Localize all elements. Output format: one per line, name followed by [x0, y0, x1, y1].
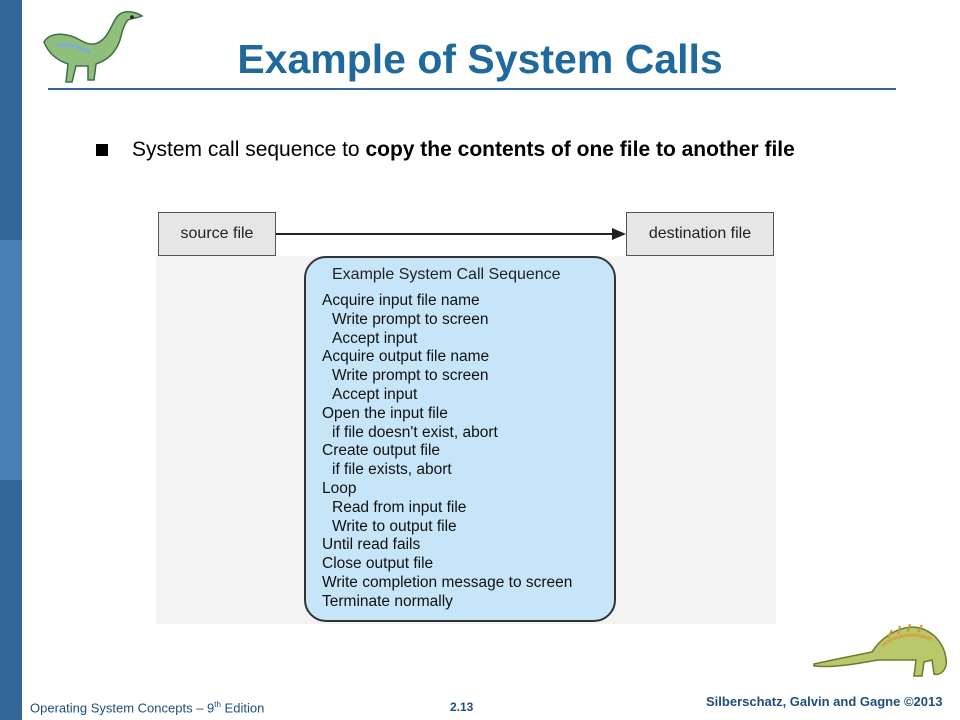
sequence-step: Open the input file — [322, 404, 448, 422]
bullet-text: System call sequence to copy the content… — [132, 138, 795, 162]
sequence-step: Write prompt to screen — [332, 367, 489, 385]
sequence-step: Write prompt to screen — [332, 310, 489, 328]
dinosaur-footer-icon — [813, 623, 948, 677]
system-call-sequence-box: Example System Call Sequence Acquire inp… — [304, 256, 616, 622]
footer-copyright: Silberschatz, Galvin and Gagne ©2013 — [706, 694, 943, 709]
page-number: 2.13 — [450, 700, 474, 714]
title-divider — [48, 88, 896, 90]
sequence-step: Write to output file — [332, 517, 457, 535]
sequence-step: Until read fails — [322, 536, 421, 554]
sequence-title: Example System Call Sequence — [332, 266, 561, 283]
copy-arrow-line — [276, 233, 614, 235]
sequence-step: Create output file — [322, 442, 441, 460]
footer-book-title: Operating System Concepts – 9th Edition — [30, 700, 264, 715]
sequence-step: Read from input file — [332, 498, 467, 516]
sequence-step: if file doesn't exist, abort — [332, 423, 498, 441]
sequence-step: Close output file — [322, 555, 434, 573]
footer-book-title-suffix: Edition — [220, 700, 265, 716]
page-title: Example of System Calls — [237, 36, 723, 82]
sequence-step: Acquire input file name — [322, 292, 480, 309]
destination-file-box: destination file — [626, 212, 774, 256]
sidebar-stripe — [0, 0, 22, 720]
source-file-box: source file — [158, 212, 276, 256]
bullet-text-bold: copy the contents of one file to another… — [365, 138, 795, 161]
sequence-step: Acquire output file name — [322, 348, 490, 366]
sequence-step: Accept input — [332, 329, 418, 347]
sequence-step: Write completion message to screen — [322, 573, 573, 591]
sequence-step: Terminate normally — [322, 592, 453, 610]
dinosaur-logo-icon — [43, 11, 144, 83]
system-call-diagram: source file destination file Example Sys… — [156, 208, 776, 624]
arrow-head-icon — [612, 228, 626, 240]
sequence-step: if file exists, abort — [332, 461, 452, 479]
footer-book-title-sup: th — [214, 700, 221, 709]
sequence-step: Loop — [322, 479, 357, 497]
sequence-step: Accept input — [332, 385, 418, 403]
bullet-square-icon — [96, 144, 108, 156]
bullet-text-plain: System call sequence to — [132, 138, 366, 161]
footer-book-title-main: Operating System Concepts – 9 — [30, 700, 215, 716]
sidebar-stripe-segment — [0, 240, 22, 480]
